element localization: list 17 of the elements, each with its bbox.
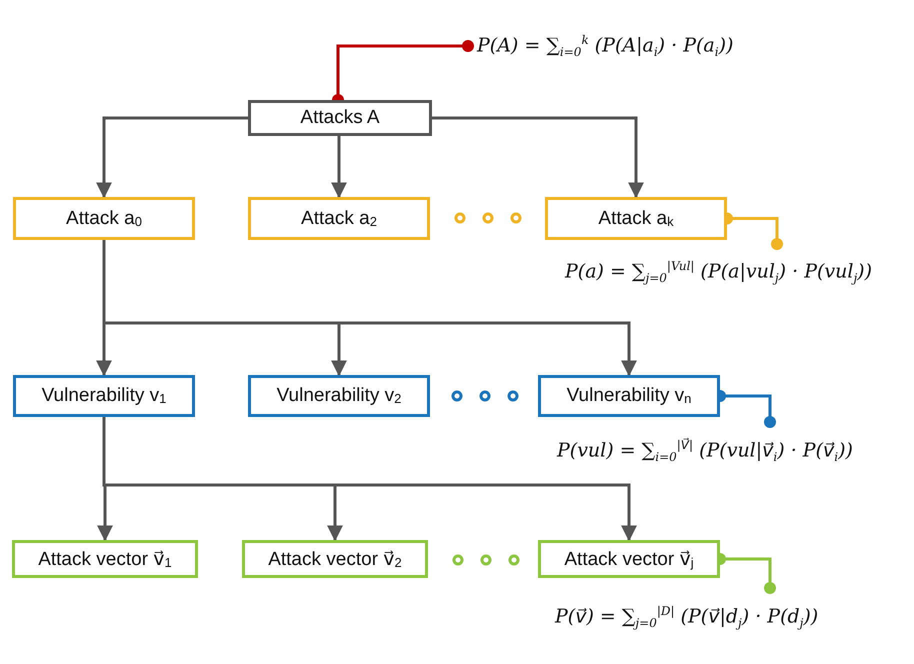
formula-text: P(v⃗) = ∑$_{j=0}$$^{|D|}$ (P(v⃗|d$_{j}$) · P(d$_{j}$)) xyxy=(546,588,818,646)
formula-text: P(vul) = ∑$_{i=0}$$^{|V⃗|}$ (P(vul|v⃗$_{i}$) · P(v⃗$_{i}$)) xyxy=(548,422,853,480)
arrow xyxy=(96,116,248,198)
process-box: Attack a$_{k}$ xyxy=(545,197,727,240)
process-box: Attack vector v⃗$_{j}$ xyxy=(538,540,720,578)
formula-text: P(A) = ∑$_{i=0}$$^{k}$ (P(A|a$_{i}$) · P(a$_{i}$)) xyxy=(468,20,734,72)
process-box: Attack a$_{2}$ xyxy=(248,197,430,240)
arrow xyxy=(331,136,347,198)
process-box: Vulnerability v$_{2}$ xyxy=(248,375,430,417)
process-box: Vulnerability v$_{n}$ xyxy=(538,375,720,417)
process-box: Vulnerability v$_{1}$ xyxy=(13,375,195,417)
formula-text: P(a) = ∑$_{j=0}$$^{|Vul|}$ (P(a|vul$_{j}$) · P(vul$_{j}$)) xyxy=(556,244,872,300)
process-box: Attacks A xyxy=(248,100,432,136)
process-box: Attack vector v⃗$_{1}$ xyxy=(12,540,198,578)
arrow xyxy=(432,116,644,198)
process-box: Attack a$_{0}$ xyxy=(13,197,195,240)
process-box: Attack vector v⃗$_{2}$ xyxy=(242,540,428,578)
